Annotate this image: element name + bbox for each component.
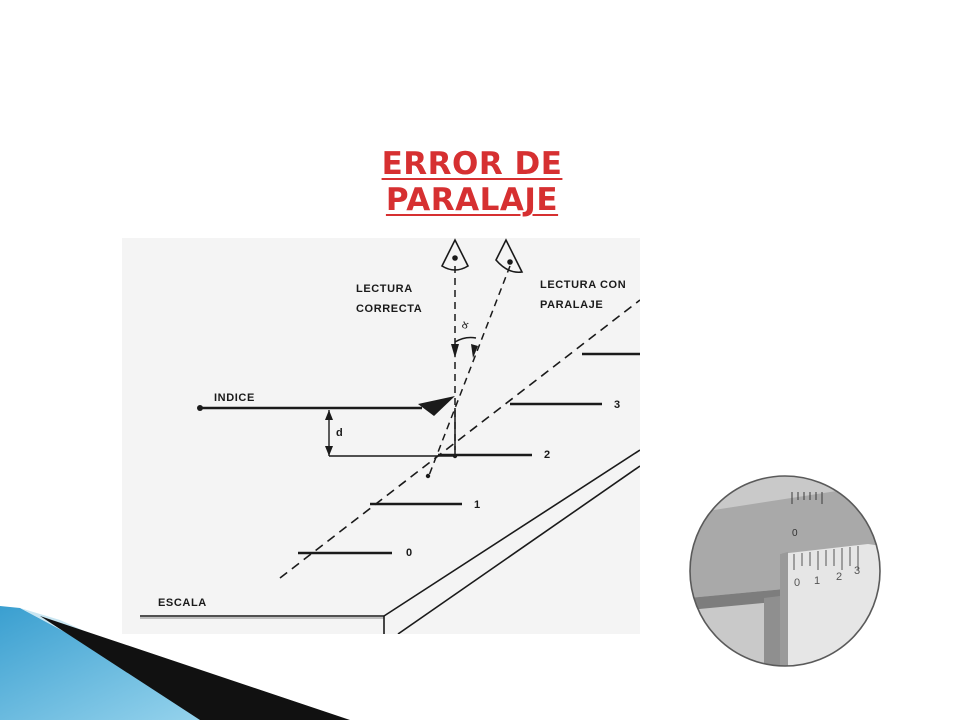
distance-label: d — [336, 427, 343, 439]
scale-mark-label-2: 2 — [544, 449, 550, 461]
parallax-sight-line — [279, 299, 640, 579]
main-scale-zero: 0 — [792, 528, 798, 539]
corner-decoration — [0, 600, 360, 720]
vernier-number-3: 3 — [854, 565, 860, 577]
vernier-number-0: 0 — [794, 577, 800, 589]
vernier-number-1: 1 — [814, 575, 820, 587]
scale-plate — [140, 449, 640, 634]
label-parallax-line1: LECTURA CON — [540, 279, 626, 291]
eye-parallax-icon — [495, 238, 524, 274]
label-parallax-line2: PARALAJE — [540, 299, 603, 311]
scale-mark-label-1: 1 — [474, 499, 480, 511]
vernier-number-2: 2 — [836, 571, 842, 583]
vernier-inset: 0 0 1 2 3 — [688, 474, 882, 668]
oblique-sight-line — [427, 265, 511, 479]
label-scale: ESCALA — [158, 597, 207, 609]
angle-arc — [454, 336, 477, 343]
scale-mark-label-0: 0 — [406, 547, 412, 559]
label-index: INDICE — [214, 392, 255, 404]
label-correct-line2: CORRECTA — [356, 303, 422, 315]
label-correct-line1: LECTURA — [356, 283, 413, 295]
oblique-arrowhead-icon — [471, 344, 478, 358]
index-tip-icon — [418, 396, 455, 416]
diagram-background — [122, 238, 640, 634]
parallax-diagram: ∝ d 0 1 2 3 LECTURA CORRECTA LECTURA CON… — [122, 238, 640, 634]
eye-correct-icon — [440, 238, 470, 271]
slide-title: ERROR DE PARALAJE — [381, 146, 563, 218]
scale-mark-label-3: 3 — [614, 399, 620, 411]
correct-arrowhead-icon — [451, 344, 459, 358]
